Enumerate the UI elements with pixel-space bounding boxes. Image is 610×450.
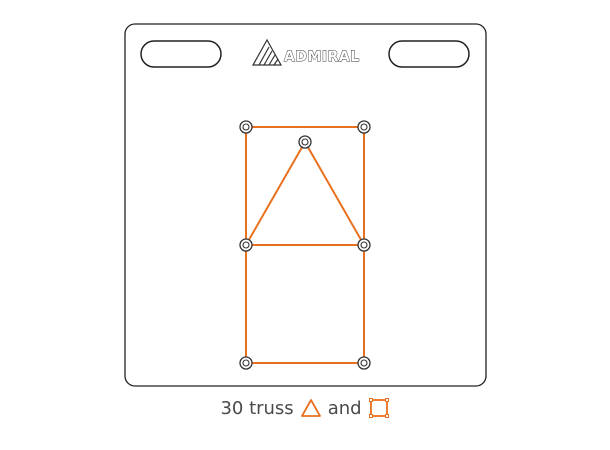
orange-triangle-icon	[300, 399, 321, 417]
brand-name: ADMIRAL	[284, 49, 360, 65]
board-outline	[124, 23, 487, 387]
truss-node	[239, 356, 253, 370]
caption-text-before: 30 truss	[220, 397, 294, 419]
right-handle-slot	[388, 40, 470, 68]
admiral-triangle-logo-icon	[251, 38, 283, 66]
diagram-caption: 30 truss and	[0, 394, 610, 422]
truss-node	[357, 356, 371, 370]
truss-nodes	[239, 120, 371, 370]
truss-node	[239, 120, 253, 134]
truss-node	[357, 238, 371, 252]
orange-square-icon	[368, 398, 389, 418]
truss-frame	[245, 126, 365, 364]
truss-node	[298, 135, 312, 149]
caption-text-between: and	[327, 397, 362, 419]
left-handle-slot	[140, 40, 222, 68]
truss-node	[357, 120, 371, 134]
truss-square-lower	[245, 244, 365, 364]
truss-node	[239, 238, 253, 252]
